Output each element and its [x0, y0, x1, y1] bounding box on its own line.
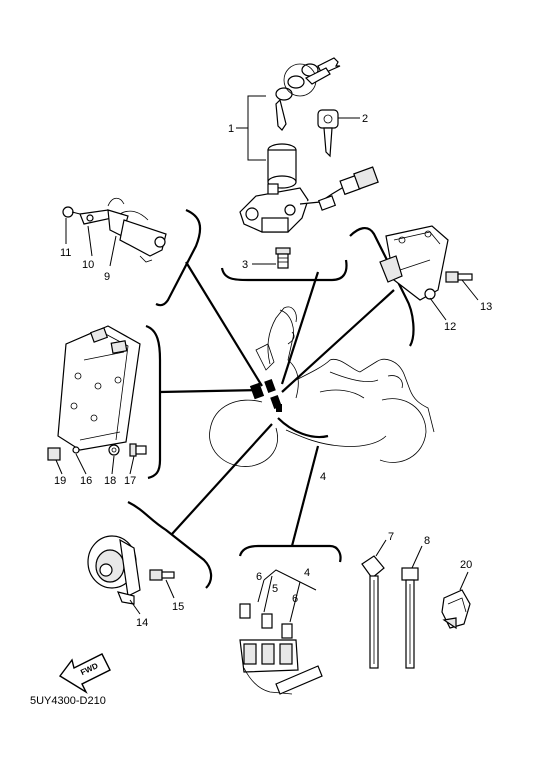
label-part-20: 20 [460, 559, 472, 571]
label-part-11: 11 [60, 247, 71, 259]
leader-lines [159, 261, 395, 547]
label-part-6-right: 6 [292, 593, 298, 605]
label-part-3: 3 [242, 259, 248, 271]
label-part-7: 7 [388, 531, 394, 543]
wire-harness-group [239, 569, 323, 695]
label-part-1: 1 [228, 123, 234, 135]
label-part-5: 5 [272, 583, 278, 595]
label-part-16: 16 [80, 475, 92, 487]
label-part-19: 19 [54, 475, 66, 487]
diagram-code: 5UY4300-D210 [30, 695, 106, 707]
label-part-8: 8 [424, 535, 430, 547]
main-switch-assembly [236, 57, 379, 233]
bracket-group [62, 197, 167, 267]
label-part-2: 2 [362, 113, 368, 125]
key-blank [317, 109, 360, 158]
bolt-3 [252, 247, 291, 269]
scooter-highlight-parts [249, 378, 282, 412]
fwd-arrow-icon: FWD [58, 653, 111, 694]
scooter-outline [209, 306, 435, 467]
turn-signal-relay-group [379, 225, 479, 321]
part-labels: 1 2 3 4 4 5 6 6 7 8 9 10 11 12 13 14 15 … [54, 113, 492, 629]
label-part-15: 15 [172, 601, 184, 613]
label-part-14: 14 [136, 617, 148, 629]
cable-tie-7 [361, 539, 387, 669]
label-part-10: 10 [82, 259, 94, 271]
label-part-4-fuse: 4 [304, 567, 310, 579]
clamp-20 [441, 571, 471, 630]
horn-group [87, 535, 175, 615]
label-part-6-left: 6 [256, 571, 262, 583]
label-part-12: 12 [444, 321, 456, 333]
cable-tie-8 [401, 545, 423, 669]
label-part-9: 9 [104, 271, 110, 283]
key-ring-keys [275, 57, 341, 131]
label-part-4-main: 4 [320, 471, 326, 483]
label-part-18: 18 [104, 475, 116, 487]
label-part-17: 17 [124, 475, 136, 487]
cdi-unit-group [47, 325, 147, 475]
callout-brackets [127, 208, 415, 589]
label-part-13: 13 [480, 301, 492, 313]
